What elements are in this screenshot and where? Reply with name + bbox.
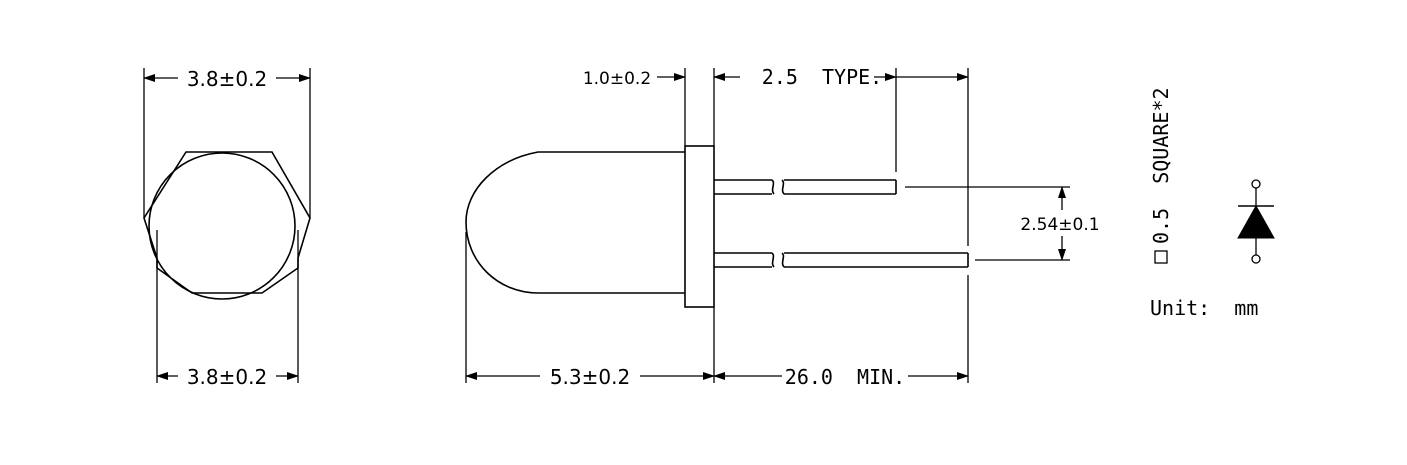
side-view: 1.0±0.2 2.5 TYPE. 2.54±0.1 5.3±0.2 26.0 … [465, 65, 1100, 389]
diode-icon [1237, 179, 1275, 264]
led-body-dome [465, 151, 685, 294]
front-lens-circle [148, 152, 296, 300]
lead-lower [714, 252, 969, 268]
notes: 0.5 SQUARE*2 Unit: mm [1149, 87, 1275, 320]
front-flange-outline [143, 151, 311, 294]
dim-lead-length: 26.0 MIN. [785, 365, 905, 389]
note-lead-square: 0.5 SQUARE*2 [1149, 87, 1173, 244]
front-view: 3.8±0.2 3.8±0.2 [143, 67, 311, 389]
dim-front-top-width: 3.8±0.2 [187, 67, 267, 91]
led-flange [684, 145, 715, 308]
dim-flange-thickness: 1.0±0.2 [583, 69, 651, 89]
dim-lead-spacing: 2.5 TYPE. [762, 65, 882, 89]
dim-lead-pitch: 2.54±0.1 [1020, 215, 1099, 235]
note-unit: Unit: mm [1150, 296, 1258, 320]
lead-upper [714, 179, 897, 195]
dim-front-bottom-width: 3.8±0.2 [187, 365, 267, 389]
square-outline-icon [1154, 250, 1168, 264]
dim-body-length: 5.3±0.2 [550, 365, 630, 389]
